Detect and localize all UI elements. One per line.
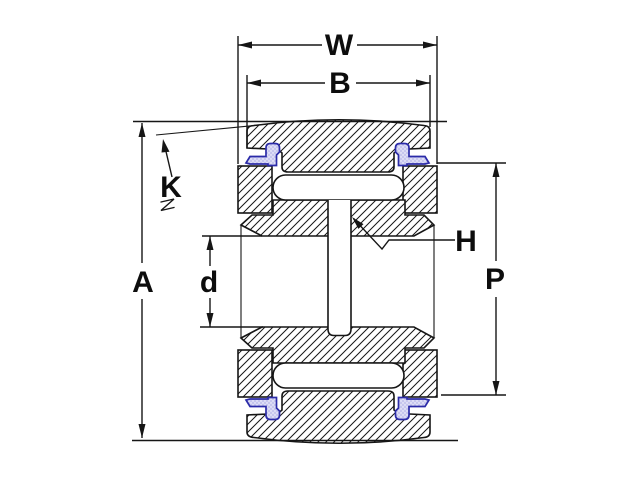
dimension-label-W: W <box>325 29 354 62</box>
arrowhead-icon <box>492 381 500 395</box>
arrowhead-icon <box>352 217 364 229</box>
arrowhead-icon <box>138 123 146 137</box>
outer-ring-bottom-section <box>246 390 431 445</box>
end-plate-bottom-right <box>402 349 438 398</box>
arrowhead-icon <box>238 41 252 49</box>
dimension-bore-diameter: d <box>200 235 263 328</box>
dimension-label-P: P <box>485 263 505 296</box>
inner-ring-bottom-section <box>239 326 436 364</box>
arrowhead-icon <box>161 139 170 153</box>
arrowhead-icon <box>138 424 146 438</box>
dimension-label-B: B <box>329 67 351 100</box>
seal-top-right <box>394 142 431 167</box>
dimension-ring-width: B <box>246 67 431 148</box>
crown-squiggle-mark <box>160 198 175 212</box>
arrowhead-icon <box>206 236 214 250</box>
dimension-plate-diameter: P <box>437 162 506 396</box>
lube-hole-channel <box>327 200 352 337</box>
dimension-overall-width: W <box>237 29 438 164</box>
seal-top-left <box>244 142 281 167</box>
end-plate-bottom-left <box>237 349 273 398</box>
arrowhead-icon <box>206 313 214 327</box>
arrowhead-icon <box>423 41 437 49</box>
dimension-label-K: K <box>160 171 182 204</box>
seal-bottom-right <box>394 396 431 421</box>
arrowhead-icon <box>247 79 261 87</box>
dimension-outside-diameter: A <box>132 120 458 442</box>
dimension-label-A: A <box>132 266 154 299</box>
arrowhead-icon <box>416 79 430 87</box>
end-plate-top-left <box>237 165 273 214</box>
leader-line <box>352 218 455 251</box>
callout-crown-radius: K <box>155 124 259 212</box>
seal-bottom-left <box>244 396 281 421</box>
roller-top <box>272 174 405 201</box>
callout-lube-hole: H <box>352 217 477 258</box>
dimension-label-H: H <box>455 225 477 258</box>
roller-bottom <box>272 362 405 389</box>
crown-tangent-line <box>155 124 259 136</box>
end-plate-top-right <box>402 165 438 214</box>
arrowhead-icon <box>492 163 500 177</box>
dimension-label-d: d <box>200 266 218 299</box>
